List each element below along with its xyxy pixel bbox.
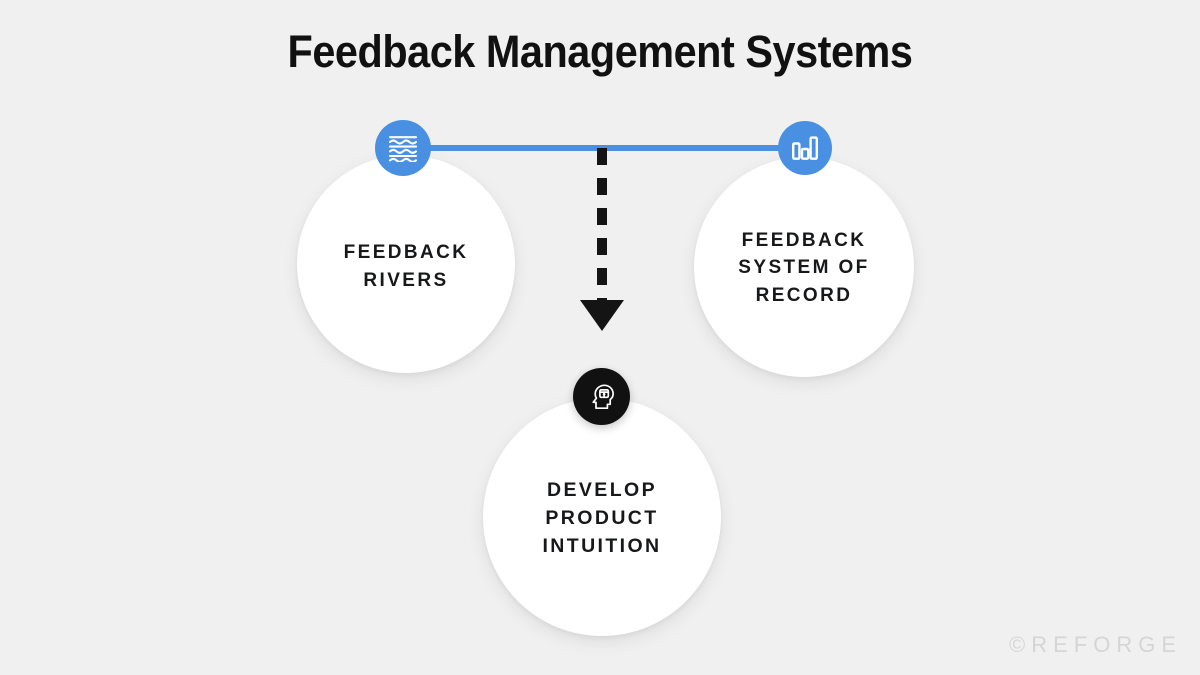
badge-feedback-rivers[interactable] [375, 120, 431, 176]
head-brain-icon [587, 382, 617, 412]
node-feedback-system-of-record[interactable]: FEEDBACK SYSTEM OF RECORD [694, 157, 914, 377]
node-feedback-system-of-record-label: FEEDBACK SYSTEM OF RECORD [738, 229, 870, 306]
connector-arrow-head-icon [580, 300, 624, 331]
page-title: Feedback Management Systems [287, 26, 913, 77]
reforge-watermark: ©REFORGE [1009, 632, 1182, 657]
node-feedback-rivers-label: FEEDBACK RIVERS [343, 242, 469, 291]
badge-develop-product-intuition[interactable] [573, 368, 630, 425]
connector-dashed-stem [597, 148, 607, 304]
node-develop-product-intuition-label: DEVELOP PRODUCT INTUITION [542, 478, 662, 558]
waves-icon [388, 134, 418, 162]
node-feedback-rivers[interactable]: FEEDBACK RIVERS [297, 155, 515, 373]
node-develop-product-intuition[interactable]: DEVELOP PRODUCT INTUITION [483, 398, 721, 636]
bar-chart-icon [791, 135, 819, 161]
badge-feedback-system-of-record[interactable] [778, 121, 832, 175]
